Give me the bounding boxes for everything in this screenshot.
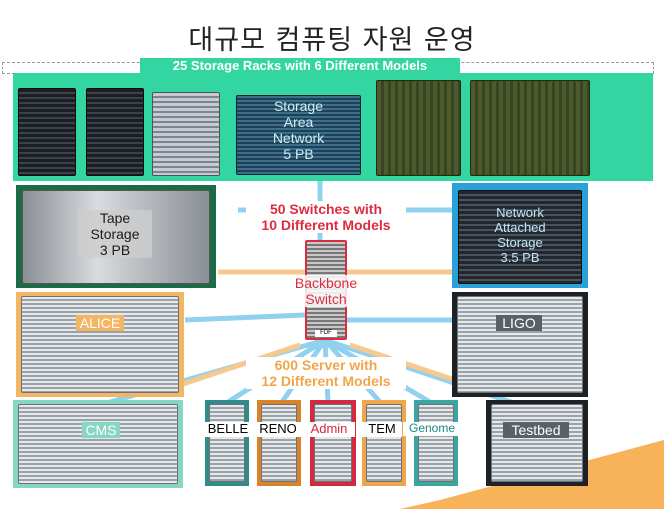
nas-rack xyxy=(458,190,582,284)
belle-rack xyxy=(209,404,245,482)
storage-rack-3 xyxy=(152,92,220,176)
alice-label: ALICE xyxy=(76,315,124,332)
line-to-alice xyxy=(184,312,306,323)
ligo-rack xyxy=(457,296,583,393)
page-title: 대규모 컴퓨팅 자원 운영 xyxy=(188,25,476,56)
admin-rack xyxy=(314,404,352,482)
san-rack xyxy=(236,95,361,175)
alice-rack xyxy=(21,296,179,393)
storage-rack-5 xyxy=(376,80,461,176)
orange-corner-wedge xyxy=(400,440,664,509)
storage-banner: 25 Storage Racks with 6 Different Models xyxy=(140,58,460,75)
admin-label: Admin xyxy=(303,421,355,437)
testbed-rack xyxy=(491,404,583,482)
reno-label: RENO xyxy=(253,421,303,437)
storage-rack-2 xyxy=(86,88,144,176)
cms-rack xyxy=(18,404,178,484)
genome-label: Genome xyxy=(403,421,461,436)
belle-label: BELLE xyxy=(204,421,252,437)
testbed-label: Testbed xyxy=(503,422,569,439)
ligo-label: LIGO xyxy=(496,315,542,332)
storage-rack-1 xyxy=(18,88,76,176)
reno-rack xyxy=(261,404,297,482)
backbone-brand: FDF xyxy=(315,330,337,337)
cms-label: CMS xyxy=(82,422,120,439)
storage-rack-6 xyxy=(470,80,590,176)
tem-rack xyxy=(366,404,402,482)
genome-rack xyxy=(418,404,454,482)
tem-label: TEM xyxy=(362,421,402,437)
